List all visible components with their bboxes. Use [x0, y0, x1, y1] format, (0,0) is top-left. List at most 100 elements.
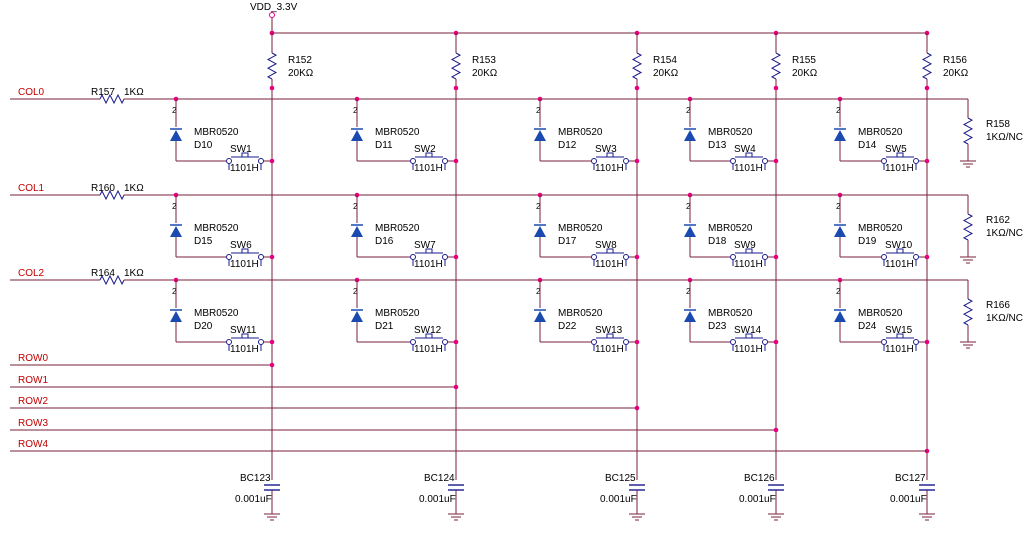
switch-actuator-icon	[231, 248, 259, 254]
switch-contact-icon	[442, 158, 448, 164]
capacitor-value: 0.001uF	[890, 494, 927, 505]
diode-ref: D14	[858, 140, 877, 151]
diode-pin-label: 2	[686, 106, 691, 115]
series-resistor-icon	[99, 93, 125, 105]
col-net-label: COL2	[18, 268, 45, 279]
diode-icon	[351, 130, 363, 141]
switch-actuator-icon	[231, 333, 259, 339]
junction-dot	[634, 254, 640, 260]
power-label: VDD_3.3V	[250, 2, 298, 13]
switch-part: 1101H	[595, 259, 624, 270]
junction-dot	[634, 339, 640, 345]
diode-part: MBR0520	[375, 223, 420, 234]
junction-dot	[924, 158, 930, 164]
junction-dot	[773, 339, 779, 345]
diode-part: MBR0520	[558, 308, 603, 319]
diode-pin-label: 2	[172, 106, 177, 115]
switch-part: 1101H	[230, 344, 259, 355]
switch-contact-icon	[591, 339, 597, 345]
diode-icon	[684, 226, 696, 237]
diode-ref: D23	[708, 321, 727, 332]
diode-ref: D18	[708, 236, 727, 247]
diode-icon	[534, 226, 546, 237]
junction-dot	[453, 384, 459, 390]
switch-ref: SW5	[885, 144, 907, 155]
pullup-ref: R152	[288, 55, 312, 66]
switch-contact-icon	[881, 158, 887, 164]
pullup-value: 20KΩ	[288, 68, 314, 79]
junction-dot	[269, 158, 275, 164]
diode-part: MBR0520	[558, 223, 603, 234]
row-net-label: ROW2	[18, 396, 48, 407]
diode-ref: D24	[858, 321, 877, 332]
switch-contact-icon	[881, 254, 887, 260]
series-resistor-value: 1KΩ	[124, 268, 144, 279]
ground-icon	[960, 256, 976, 264]
pullup-ref: R156	[943, 55, 967, 66]
pulldown-value: 1KΩ/NC	[986, 132, 1023, 143]
switch-ref: SW11	[230, 325, 257, 336]
diode-pin-label: 2	[686, 287, 691, 296]
switch-part: 1101H	[595, 344, 624, 355]
diode-part: MBR0520	[708, 223, 753, 234]
diode-pin-label: 2	[353, 202, 358, 211]
diode-pin-label: 2	[353, 287, 358, 296]
switch-contact-icon	[623, 339, 629, 345]
switch-contact-icon	[730, 254, 736, 260]
switch-actuator-icon	[735, 248, 763, 254]
switch-contact-icon	[591, 158, 597, 164]
diode-icon	[534, 311, 546, 322]
switch-part: 1101H	[734, 259, 763, 270]
diode-icon	[684, 311, 696, 322]
junction-dot	[269, 254, 275, 260]
switch-part: 1101H	[414, 344, 443, 355]
ground-icon	[768, 513, 784, 521]
series-resistor-ref: R160	[91, 183, 115, 194]
junction-dot	[453, 85, 459, 91]
pullup-resistor-icon	[770, 52, 782, 80]
switch-contact-icon	[258, 254, 264, 260]
junction-dot	[773, 158, 779, 164]
diode-part: MBR0520	[858, 308, 903, 319]
switch-contact-icon	[730, 158, 736, 164]
capacitor-value: 0.001uF	[235, 494, 272, 505]
diode-ref: D19	[858, 236, 877, 247]
diode-part: MBR0520	[708, 308, 753, 319]
switch-contact-icon	[258, 158, 264, 164]
capacitor-ref: BC123	[240, 473, 271, 484]
junction-dot	[269, 339, 275, 345]
diode-part: MBR0520	[375, 127, 420, 138]
switch-part: 1101H	[885, 344, 914, 355]
diode-ref: D13	[708, 140, 727, 151]
switch-contact-icon	[730, 339, 736, 345]
diode-pin-label: 2	[536, 106, 541, 115]
pulldown-ref: R166	[986, 300, 1010, 311]
series-resistor-ref: R157	[91, 87, 115, 98]
diode-ref: D15	[194, 236, 213, 247]
switch-contact-icon	[913, 254, 919, 260]
diode-pin-label: 2	[836, 202, 841, 211]
diode-ref: D21	[375, 321, 394, 332]
diode-icon	[684, 130, 696, 141]
diode-ref: D11	[375, 140, 393, 151]
diode-pin-label: 2	[172, 287, 177, 296]
diode-icon	[534, 130, 546, 141]
switch-ref: SW4	[734, 144, 756, 155]
switch-actuator-icon	[596, 333, 624, 339]
diode-pin-label: 2	[536, 202, 541, 211]
switch-contact-icon	[410, 339, 416, 345]
switch-ref: SW6	[230, 240, 252, 251]
pullup-value: 20KΩ	[792, 68, 818, 79]
diode-part: MBR0520	[558, 127, 603, 138]
switch-actuator-icon	[886, 152, 914, 158]
switch-part: 1101H	[230, 259, 259, 270]
diode-pin-label: 2	[836, 106, 841, 115]
switch-contact-icon	[442, 339, 448, 345]
capacitor-ref: BC126	[744, 473, 775, 484]
switch-part: 1101H	[734, 163, 763, 174]
pullup-ref: R154	[653, 55, 677, 66]
pulldown-resistor-icon	[962, 298, 974, 326]
switch-ref: SW2	[414, 144, 436, 155]
col-net-label: COL0	[18, 87, 45, 98]
capacitor-value: 0.001uF	[739, 494, 776, 505]
